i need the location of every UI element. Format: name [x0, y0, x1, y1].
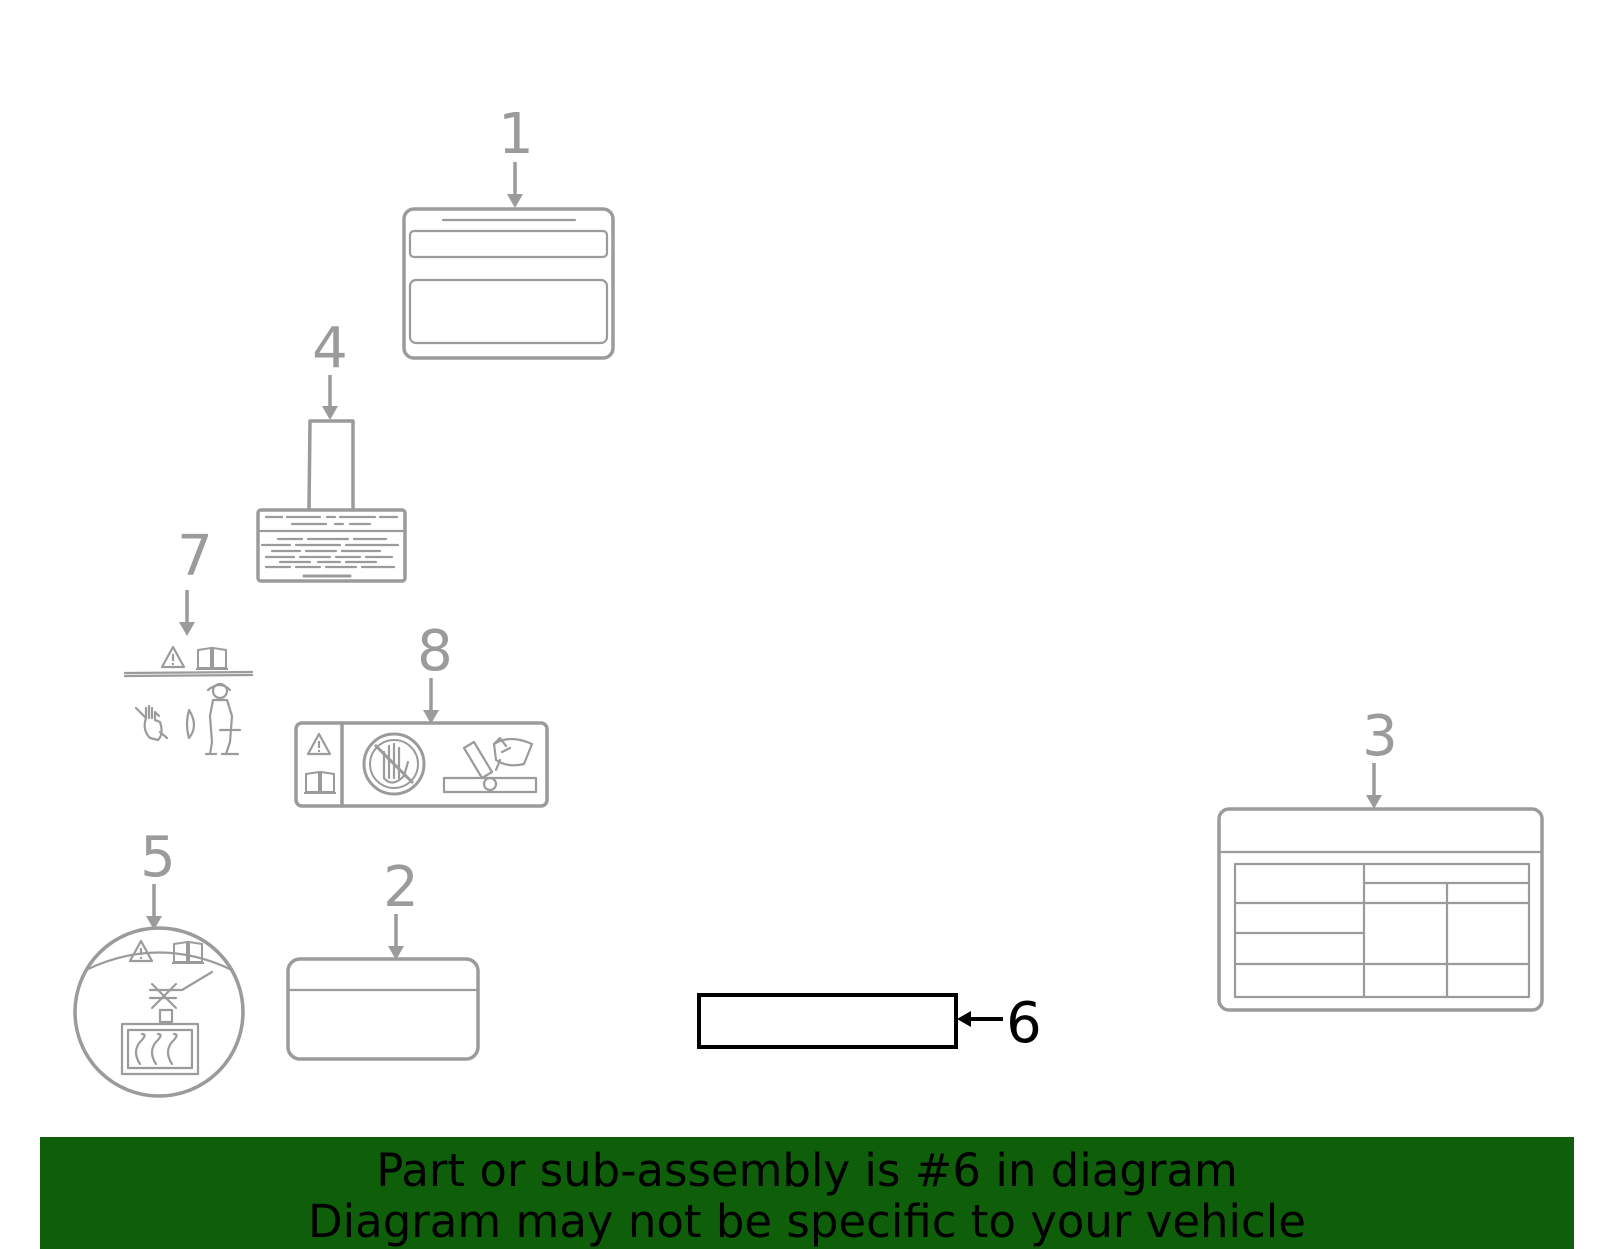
part-7-label[interactable]: 7	[123, 524, 254, 756]
fan-hazard-icon	[442, 736, 538, 794]
part-6-label[interactable]: 6	[697, 991, 1042, 1056]
warning-triangle-icon	[306, 732, 332, 756]
warning-triangle-icon	[128, 939, 154, 963]
part-5-label[interactable]: 5	[73, 825, 245, 1098]
part-4-label[interactable]: 4	[256, 316, 407, 583]
info-banner: Part or sub-assembly is #6 in diagram Di…	[40, 1137, 1574, 1249]
callout-6: 6	[1006, 991, 1042, 1056]
callout-2: 2	[383, 855, 419, 920]
callout-1: 1	[498, 102, 534, 167]
part-8-label[interactable]: 8	[294, 619, 549, 808]
person-icon	[204, 682, 242, 756]
callout-5: 5	[140, 825, 176, 890]
callout-3: 3	[1362, 704, 1398, 769]
hot-surface-icon	[120, 970, 214, 1076]
manual-book-icon	[195, 647, 229, 670]
callout-7: 7	[177, 524, 213, 589]
door-icon	[185, 708, 196, 740]
no-hand-icon	[362, 732, 426, 796]
warning-triangle-icon	[160, 645, 186, 669]
banner-line-1: Part or sub-assembly is #6 in diagram	[376, 1144, 1238, 1197]
manual-book-icon	[303, 771, 337, 794]
banner-line-2: Diagram may not be specific to your vehi…	[308, 1195, 1306, 1248]
part-2-label[interactable]: 2	[286, 855, 480, 1061]
part-3-label[interactable]: 3	[1217, 704, 1544, 1012]
callout-8: 8	[417, 619, 453, 684]
part-1-label[interactable]: 1	[402, 102, 615, 360]
hand-icon	[134, 704, 169, 742]
callout-4: 4	[312, 316, 348, 381]
